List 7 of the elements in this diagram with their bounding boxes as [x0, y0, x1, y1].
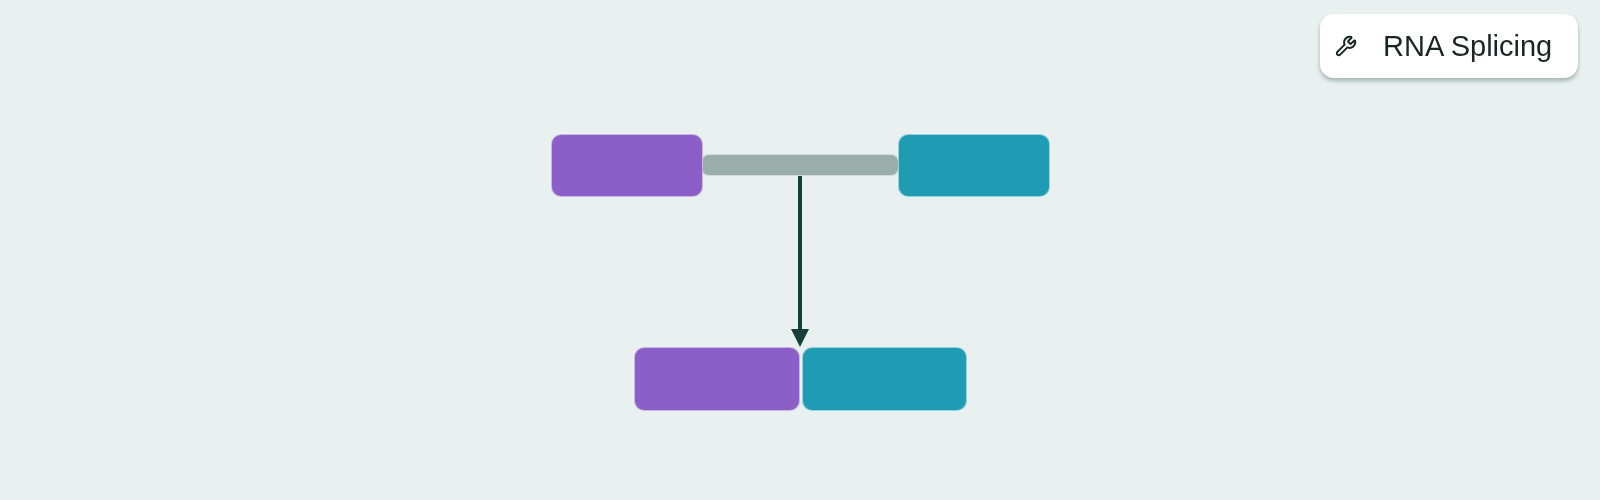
exon-block	[898, 134, 1050, 197]
arrow	[791, 176, 809, 347]
exon-block	[802, 347, 967, 411]
exon-block	[634, 347, 800, 411]
tag-label: RNA Splicing	[1383, 29, 1553, 63]
intron-bar	[701, 154, 899, 176]
exon-block	[551, 134, 703, 197]
